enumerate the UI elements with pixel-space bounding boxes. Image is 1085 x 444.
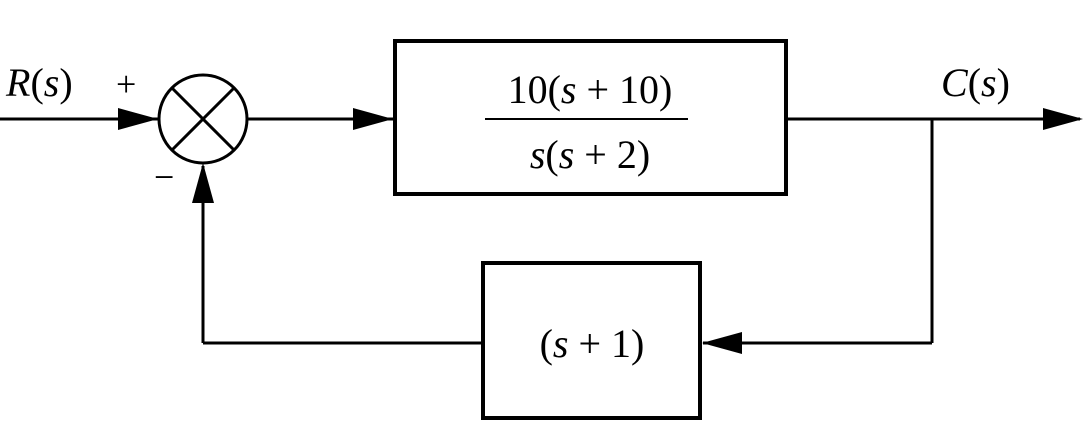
output-signal-label: C(s) bbox=[941, 60, 1010, 105]
forward-denominator: s(s + 2) bbox=[530, 132, 650, 177]
feedback-transfer-block bbox=[481, 261, 702, 420]
minus-sign: − bbox=[154, 157, 174, 197]
feedback-expression: (s + 1) bbox=[540, 321, 645, 366]
summing-junction-cross-b bbox=[170, 86, 236, 152]
feedback-block-arrowhead bbox=[702, 332, 742, 354]
input-arrowhead bbox=[118, 108, 158, 130]
input-signal-label: R(s) bbox=[5, 60, 73, 105]
output-arrowhead bbox=[1043, 108, 1083, 130]
plus-sign: + bbox=[116, 64, 136, 104]
error-signal-arrowhead bbox=[353, 108, 393, 130]
summing-junction bbox=[157, 73, 249, 165]
feedback-junction-arrowhead bbox=[192, 163, 214, 203]
forward-numerator: 10(s + 10) bbox=[508, 67, 673, 112]
forward-transfer-block bbox=[393, 39, 788, 196]
